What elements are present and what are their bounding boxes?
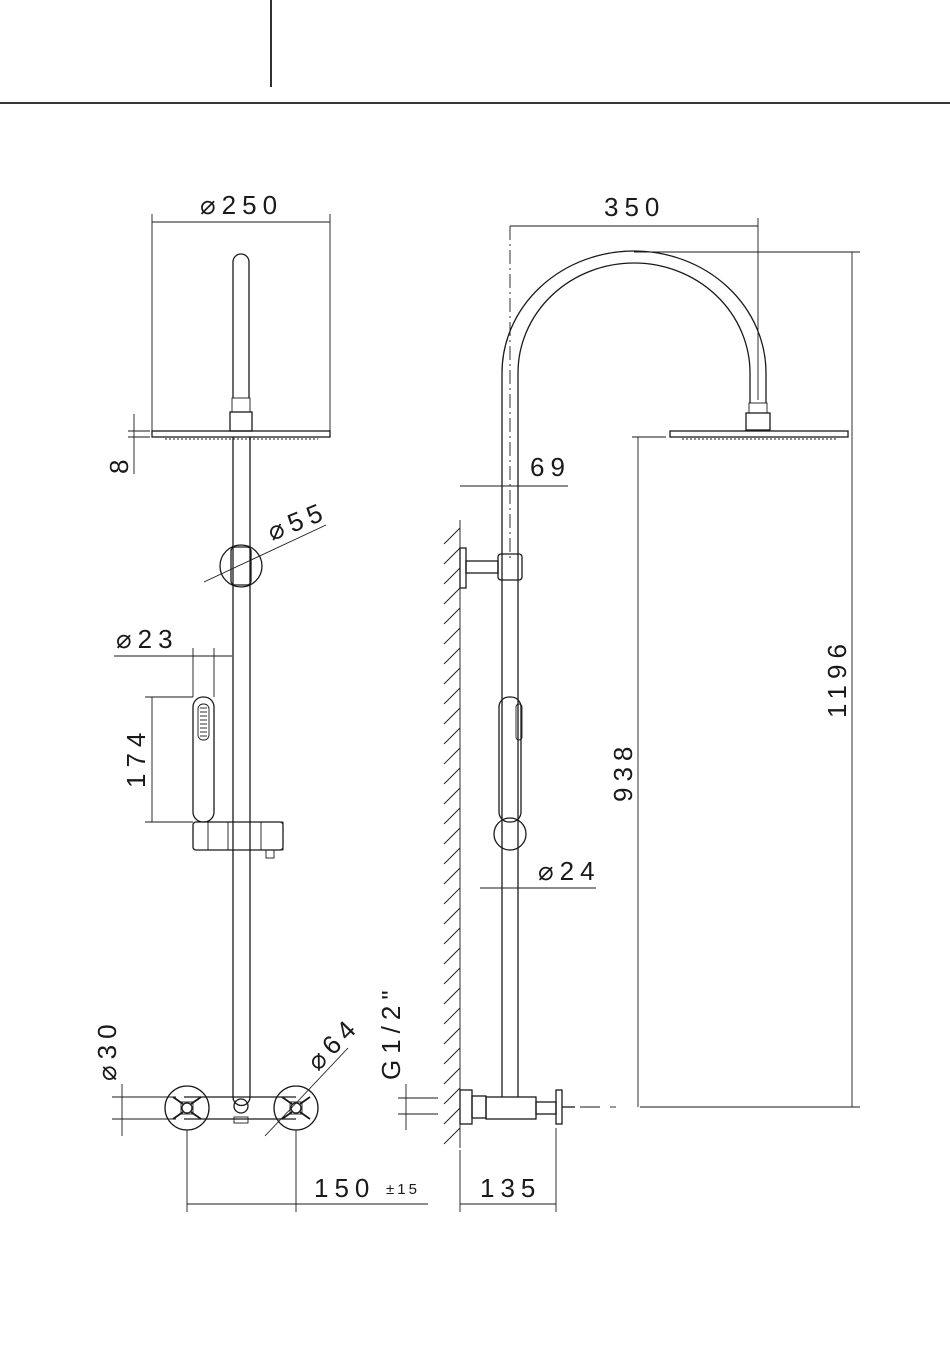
dim-head-height: 938 — [608, 741, 638, 802]
dim-centre-tolerance: ±15 — [386, 1181, 420, 1198]
dim-bracket-diameter: ⌀55 — [263, 495, 332, 546]
dim-overall-height: 1196 — [822, 638, 852, 718]
dim-wall-bracket-offset: 69 — [530, 452, 571, 482]
side-view: 350 1196 938 69 ⌀24 G1/2" 135 — [376, 192, 860, 1212]
title-block — [0, 0, 950, 103]
dim-head-thickness: 8 — [104, 454, 134, 474]
shower-arm-side — [502, 251, 766, 403]
shower-arm-front — [233, 254, 249, 398]
shower-head-side — [670, 431, 848, 437]
dim-connection-thread: G1/2" — [376, 984, 406, 1080]
dim-mixer-handle-diameter: ⌀64 — [301, 1010, 366, 1076]
slide-holder-front — [193, 822, 283, 850]
dim-centre-distance: 150 — [314, 1173, 375, 1203]
dim-wall-projection: 135 — [480, 1173, 541, 1203]
dim-handshower-diameter: ⌀23 — [116, 624, 179, 654]
dim-handshower-length: 174 — [121, 727, 151, 788]
shower-head-front — [152, 431, 330, 437]
dim-handle-diameter: ⌀30 — [92, 1018, 122, 1081]
dim-head-diameter: ⌀250 — [200, 190, 283, 220]
wall-hatch — [444, 520, 460, 1148]
right-handle-front — [274, 1086, 318, 1130]
wall-bracket-side — [460, 548, 466, 588]
dim-arm-projection: 350 — [604, 192, 665, 222]
slide-holder-side — [494, 818, 526, 850]
wall-bracket-front — [220, 545, 262, 587]
dim-riser-diameter: ⌀24 — [538, 856, 601, 886]
left-handle-front — [165, 1086, 209, 1130]
